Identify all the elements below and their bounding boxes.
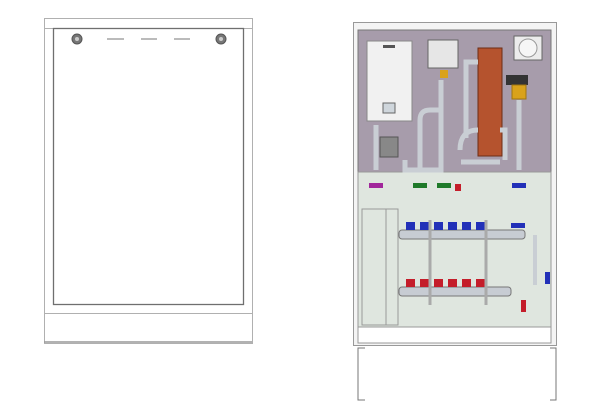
plinth — [357, 326, 552, 344]
control-box — [427, 39, 459, 69]
heater-box — [379, 136, 399, 158]
open-cabinet — [353, 22, 557, 401]
door-lock-left-icon[interactable] — [71, 33, 83, 45]
return-valve-red[interactable] — [521, 300, 526, 312]
bypass-valve-blue[interactable] — [545, 272, 550, 284]
supply-valve-blue[interactable] — [511, 223, 525, 228]
cabinet-outer-frame — [44, 18, 253, 344]
ball-valve-green-2[interactable] — [437, 183, 451, 188]
supply-manifold-caps — [406, 222, 485, 230]
lower-mounting-panel — [357, 171, 552, 328]
ball-valve-red[interactable] — [455, 184, 461, 191]
pump-motor — [506, 75, 528, 85]
ball-valve-purple[interactable] — [369, 183, 383, 188]
heater-display — [382, 102, 396, 114]
ball-valve-blue[interactable] — [512, 183, 526, 188]
cabinet-door[interactable] — [52, 27, 245, 306]
door-lock-right-icon[interactable] — [215, 33, 227, 45]
heat-exchanger — [477, 47, 503, 157]
return-manifold — [398, 279, 526, 312]
ball-valve-green-1[interactable] — [413, 183, 427, 188]
stand-frame — [357, 347, 557, 401]
manifold-brackets — [428, 220, 488, 305]
brass-valve — [440, 70, 448, 78]
return-manifold-caps — [406, 279, 485, 287]
pump — [511, 84, 527, 100]
water-heater — [366, 40, 413, 158]
closed-cabinet — [44, 18, 253, 344]
pipes — [373, 59, 522, 173]
